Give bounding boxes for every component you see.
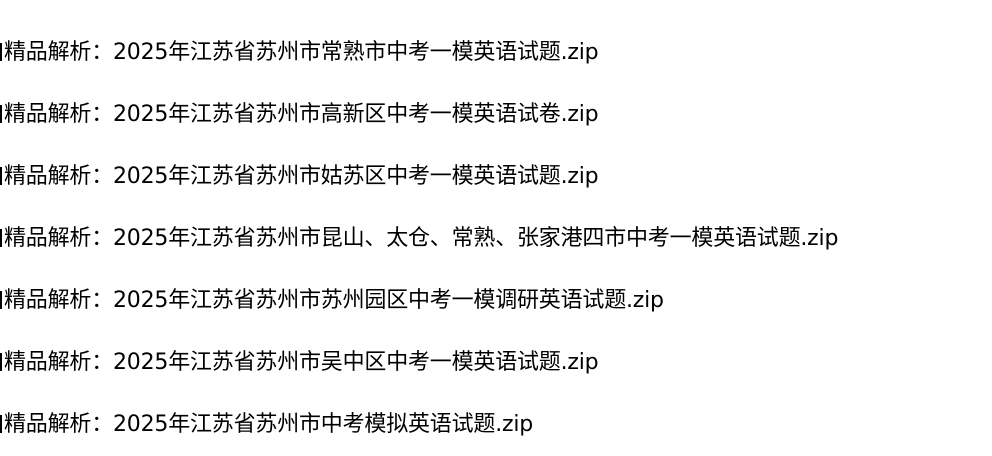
- file-link[interactable]: 精品解析：2025年江苏省苏州市高新区中考一模英语试卷.zip: [0, 84, 838, 146]
- file-link[interactable]: 精品解析：2025年江苏省苏州市昆山、太仓、常熟、张家港四市中考一模英语试题.z…: [0, 208, 838, 270]
- file-link[interactable]: 精品解析：2025年江苏省苏州市中考模拟英语试题.zip: [0, 394, 838, 456]
- file-list: 精品解析：2025年江苏省苏州市常熟市中考一模英语试题.zip 精品解析：202…: [0, 22, 838, 456]
- file-link[interactable]: 精品解析：2025年江苏省苏州市苏州园区中考一模调研英语试题.zip: [0, 270, 838, 332]
- file-link[interactable]: 精品解析：2025年江苏省苏州市常熟市中考一模英语试题.zip: [0, 22, 838, 84]
- file-link[interactable]: 精品解析：2025年江苏省苏州市姑苏区中考一模英语试题.zip: [0, 146, 838, 208]
- file-link[interactable]: 精品解析：2025年江苏省苏州市吴中区中考一模英语试题.zip: [0, 332, 838, 394]
